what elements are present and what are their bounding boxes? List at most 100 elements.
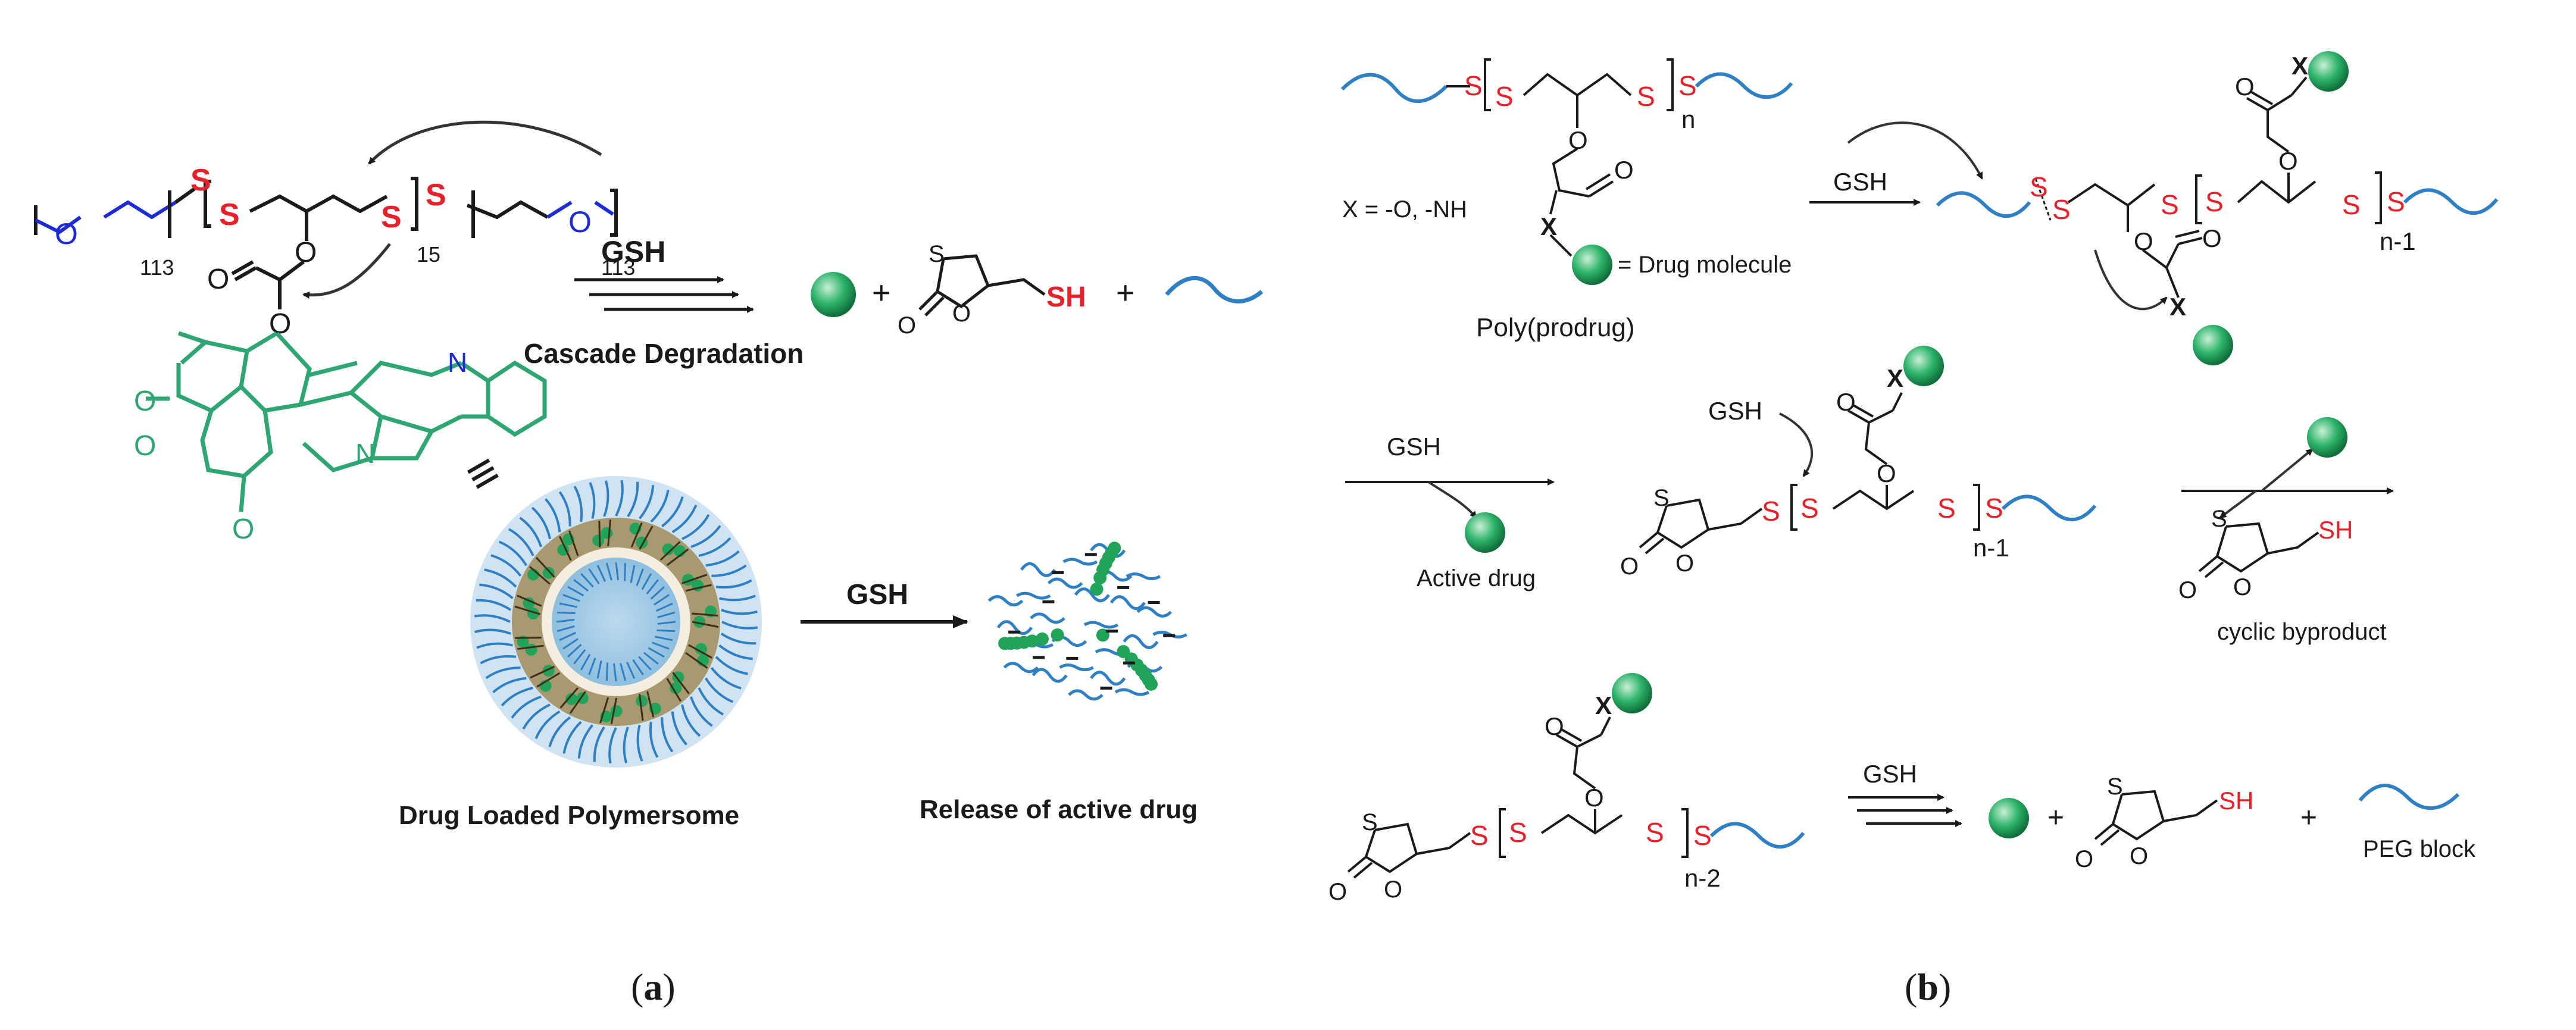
inner-peg-strand bbox=[605, 562, 612, 581]
peg-chain bbox=[2403, 188, 2499, 215]
released-peg bbox=[1090, 671, 1126, 686]
inner-peg-strand bbox=[559, 631, 577, 641]
inner-peg-strand bbox=[557, 611, 576, 615]
panel-label-b: (b) bbox=[1905, 966, 1951, 1008]
inner-peg-strand bbox=[620, 663, 627, 681]
inner-peg-strand bbox=[650, 586, 665, 600]
membrane-chain bbox=[530, 665, 555, 679]
electron-push-arrow bbox=[2094, 249, 2168, 311]
released-peg bbox=[1016, 591, 1051, 600]
membrane-chain bbox=[639, 525, 654, 550]
membrane-chain bbox=[639, 694, 644, 721]
peg-strand bbox=[480, 655, 517, 665]
inner-peg-strand bbox=[626, 661, 636, 679]
active-drug-label: Active drug bbox=[1417, 565, 1536, 591]
drug-bead bbox=[2193, 325, 2233, 365]
ring-oxygen: O bbox=[2075, 846, 2093, 872]
cyclic-product bbox=[2094, 790, 2218, 846]
oxygen-atom: O bbox=[2235, 73, 2255, 101]
peg-chain bbox=[1695, 72, 1793, 99]
inner-peg-strand bbox=[580, 653, 591, 671]
sulfur-atom: S bbox=[1762, 496, 1780, 527]
inner-peg-strand bbox=[557, 625, 575, 633]
oxygen-atom: O bbox=[1877, 459, 1896, 487]
released-drug bbox=[1108, 541, 1121, 555]
inner-peg-strand bbox=[636, 568, 644, 586]
membrane-chain bbox=[692, 621, 719, 628]
equivalence-symbol: ≡ bbox=[456, 442, 509, 505]
drug-dot bbox=[601, 527, 613, 539]
peg-block-label: PEG block bbox=[2363, 836, 2476, 862]
oxygen-atom: O bbox=[2278, 147, 2298, 175]
peg-strand bbox=[577, 724, 593, 759]
peg-strand bbox=[721, 621, 758, 630]
drug-bead bbox=[2308, 51, 2349, 92]
drug-dot bbox=[592, 534, 605, 547]
sulfur-atom: S bbox=[1509, 817, 1527, 848]
oxygen-atom: O bbox=[1568, 126, 1588, 154]
drug-dot bbox=[523, 597, 535, 609]
peg-strand bbox=[474, 628, 511, 635]
peg-strand bbox=[690, 525, 721, 549]
inner-corona bbox=[556, 562, 676, 682]
released-peg bbox=[1031, 668, 1068, 683]
ring-oxygen: O bbox=[898, 312, 916, 339]
ring-oxygen: O bbox=[1675, 550, 1694, 577]
x-atom: X bbox=[2169, 293, 2186, 321]
drug-dot bbox=[542, 566, 555, 579]
polymersome bbox=[470, 476, 762, 768]
oxygen-atom: O bbox=[55, 217, 78, 251]
ring-oxygen: O bbox=[134, 386, 156, 417]
inner-peg-strand bbox=[656, 629, 675, 633]
inner-peg-strand bbox=[573, 579, 589, 592]
release-curve bbox=[2219, 490, 2257, 519]
intermediate-backbone bbox=[2067, 76, 2382, 298]
peg-strand bbox=[671, 711, 687, 746]
x-definition: X = -O, -NH bbox=[1342, 196, 1467, 223]
drug-bead bbox=[1903, 346, 1944, 386]
drug-dot bbox=[636, 695, 648, 707]
polymer-backbone bbox=[34, 177, 618, 309]
sulfur-atom: S bbox=[219, 198, 240, 232]
peg-repeat-right: 113 bbox=[601, 255, 635, 280]
peg-strand bbox=[498, 540, 527, 566]
peg-strand bbox=[636, 725, 643, 762]
membrane-chain bbox=[688, 644, 712, 659]
encapsulated-drug bbox=[514, 519, 719, 725]
released-drug bbox=[1036, 632, 1049, 646]
gsh-reagent: GSH bbox=[1708, 397, 1762, 425]
ring-oxygen: O bbox=[952, 300, 971, 327]
inner-peg-strand bbox=[648, 647, 665, 658]
released-fragments bbox=[987, 541, 1187, 701]
membrane-chain bbox=[681, 574, 708, 584]
intermediate-2 bbox=[1639, 392, 1980, 555]
peg-repeat-left: 113 bbox=[140, 255, 174, 280]
membrane-chain bbox=[517, 644, 544, 650]
oxygen-atom: O bbox=[2202, 224, 2222, 252]
peg-strand bbox=[534, 710, 561, 740]
peg-chain bbox=[2001, 494, 2097, 522]
membrane-chain bbox=[569, 691, 586, 714]
released-peg bbox=[987, 595, 1024, 607]
peg-strand bbox=[519, 516, 543, 547]
sulfur-atom: S bbox=[1693, 820, 1712, 851]
inner-peg-strand bbox=[638, 656, 652, 671]
polymersome-caption: Drug Loaded Polymersome bbox=[399, 801, 739, 830]
peg-strand bbox=[615, 480, 624, 516]
sulfur-atom: S bbox=[1937, 493, 1956, 524]
ring-oxygen: O bbox=[2130, 843, 2148, 869]
peg-strand bbox=[490, 554, 522, 577]
inner-peg-strand bbox=[588, 568, 600, 584]
cascade-arrows bbox=[574, 276, 754, 313]
plus-sign: + bbox=[2300, 802, 2317, 834]
inner-peg-strand bbox=[655, 635, 673, 641]
inner-peg-strand bbox=[562, 594, 580, 602]
x-atom: X bbox=[1887, 364, 1903, 392]
ring-sulfur: S bbox=[1362, 809, 1378, 835]
released-peg bbox=[1062, 558, 1098, 566]
ring-oxygen: O bbox=[2233, 574, 2252, 600]
peg-strand bbox=[485, 666, 521, 680]
byproduct-label: cyclic byproduct bbox=[2217, 619, 2387, 645]
released-drug bbox=[1145, 677, 1158, 691]
